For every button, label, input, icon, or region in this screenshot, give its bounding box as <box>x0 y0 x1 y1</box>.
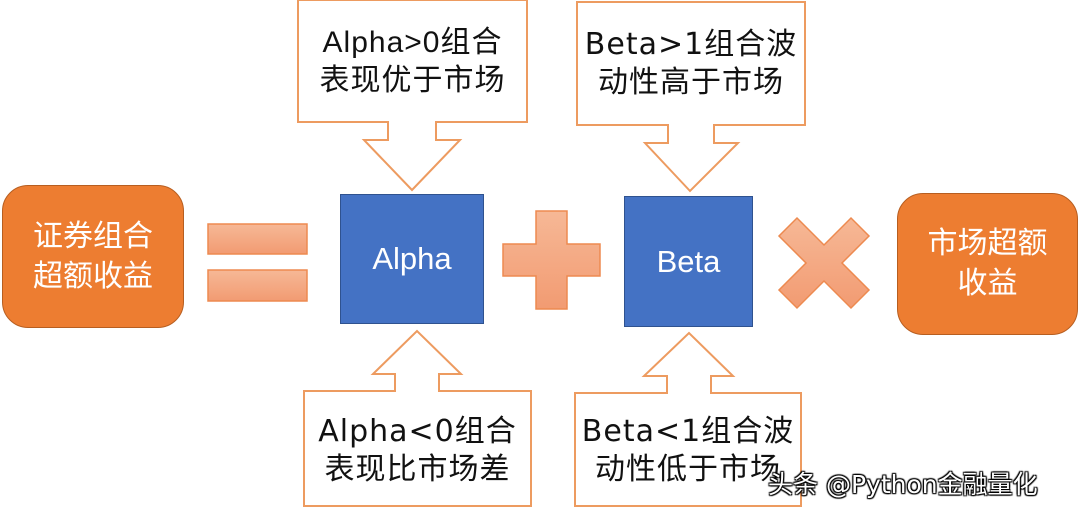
watermark: 头条 @Python金融量化 <box>768 470 1038 499</box>
callout-alpha-positive-line2: 表现优于市场 <box>319 63 506 98</box>
callout-alpha-positive-shape <box>297 0 528 192</box>
callout-beta-high-line2: 动性高于市场 <box>598 65 784 100</box>
market-excess-return-box: 市场超额 收益 <box>897 193 1078 335</box>
callout-alpha-negative-line1: Alpha<0组合 <box>318 414 517 449</box>
callout-alpha-negative-line2: 表现比市场差 <box>324 452 511 487</box>
callout-beta-high-shape <box>576 1 806 193</box>
market-excess-return-line1: 市场超额 <box>927 226 1048 261</box>
callout-alpha-negative-shape <box>303 329 532 507</box>
beta-box: Beta <box>624 196 753 327</box>
callout-alpha-positive-text: Alpha>0组合 表现优于市场 <box>298 24 527 100</box>
portfolio-excess-return-box: 证券组合 超额收益 <box>2 185 184 328</box>
market-excess-return-line2: 收益 <box>957 266 1018 301</box>
callout-beta-low-line2: 动性低于市场 <box>595 452 781 487</box>
callout-beta-high-line1: Beta>1组合波 <box>584 27 798 62</box>
alpha-box: Alpha <box>340 194 484 324</box>
callout-beta-high-text: Beta>1组合波 动性高于市场 <box>577 26 805 102</box>
callout-beta-low-line1: Beta<1组合波 <box>581 414 795 449</box>
multiply-icon <box>777 216 871 310</box>
callout-beta-low-text: Beta<1组合波 动性低于市场 <box>575 413 801 489</box>
beta-label: Beta <box>656 243 721 279</box>
equals-icon <box>207 223 308 302</box>
callout-beta-low-shape <box>574 331 802 507</box>
alpha-label: Alpha <box>372 241 452 276</box>
callout-alpha-positive-line1: Alpha>0组合 <box>322 26 503 59</box>
portfolio-excess-return-line1: 证券组合 <box>33 218 153 254</box>
portfolio-excess-return-line2: 超额收益 <box>33 258 153 294</box>
plus-icon <box>502 210 601 310</box>
callout-alpha-negative-text: Alpha<0组合 表现比市场差 <box>304 413 531 489</box>
